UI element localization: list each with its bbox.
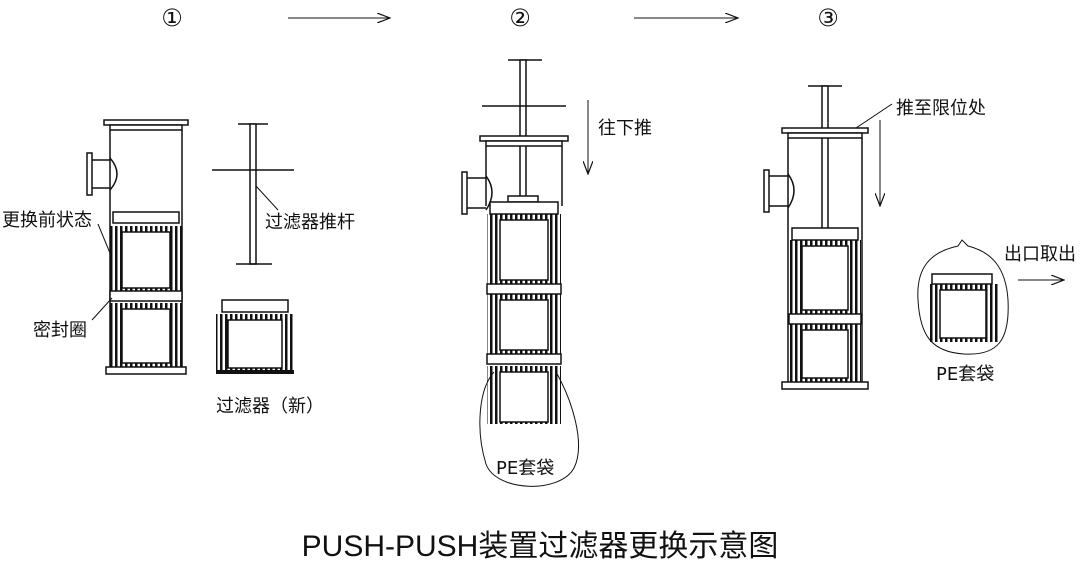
- label-push-down: 往下推: [598, 118, 652, 139]
- leader-seal-ring: [91, 297, 113, 321]
- step-number-2: ②: [509, 4, 531, 32]
- housing-step1: [86, 119, 189, 375]
- label-pe-bag-step3: PE套袋: [936, 364, 994, 385]
- label-before-state: 更换前状态: [2, 210, 92, 231]
- removed-filter-in-bag: [917, 239, 1009, 355]
- label-outlet-remove: 出口取出: [1004, 244, 1076, 265]
- label-push-to-limit: 推至限位处: [896, 98, 986, 119]
- label-seal-ring: 密封圈: [33, 320, 87, 341]
- step-number-1: ①: [161, 4, 183, 32]
- new-filter: [216, 299, 294, 374]
- step-number-3: ③: [817, 4, 839, 32]
- push-rod-step1: [212, 123, 294, 265]
- leader-push-to-limit: [855, 103, 893, 129]
- housing-step2: [461, 135, 569, 424]
- push-rod-step2: [482, 59, 566, 203]
- leader-before-state: [97, 223, 113, 259]
- label-pe-bag: PE套袋: [496, 458, 554, 479]
- label-new-filter: 过滤器（新）: [216, 396, 324, 417]
- diagram-title: PUSH-PUSH装置过滤器更换示意图: [302, 530, 779, 563]
- leader-push-rod: [255, 185, 279, 211]
- housing-step3: [763, 85, 869, 390]
- pe-bag-outline-step2: [479, 371, 580, 487]
- label-push-rod: 过滤器推杆: [265, 212, 355, 233]
